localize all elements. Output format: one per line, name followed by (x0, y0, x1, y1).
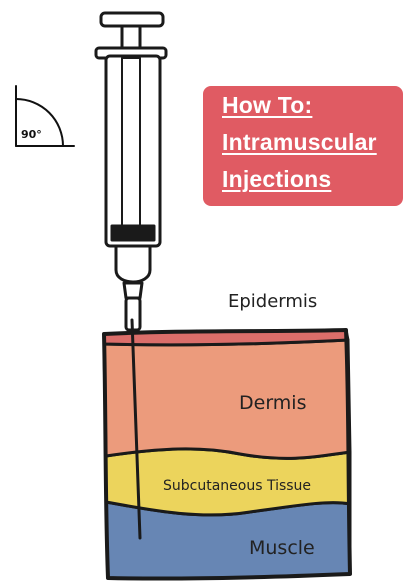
dermis-layer (104, 340, 350, 458)
angle-value: 90° (21, 128, 42, 141)
title-line-1: How To: (222, 92, 312, 119)
syringe (96, 13, 166, 330)
epidermis-label: Epidermis (228, 291, 317, 312)
title-line-3: Injections (222, 166, 331, 193)
muscle-label: Muscle (249, 537, 315, 559)
plunger-rod (122, 26, 140, 50)
needle-hub (124, 283, 142, 298)
plunger-stopper (112, 226, 154, 240)
subcutaneous-label: Subcutaneous Tissue (163, 478, 311, 494)
plunger-head (101, 13, 163, 26)
title-line-2: Intramuscular (222, 129, 377, 156)
dermis-label: Dermis (239, 392, 306, 414)
syringe-neck (116, 246, 150, 282)
